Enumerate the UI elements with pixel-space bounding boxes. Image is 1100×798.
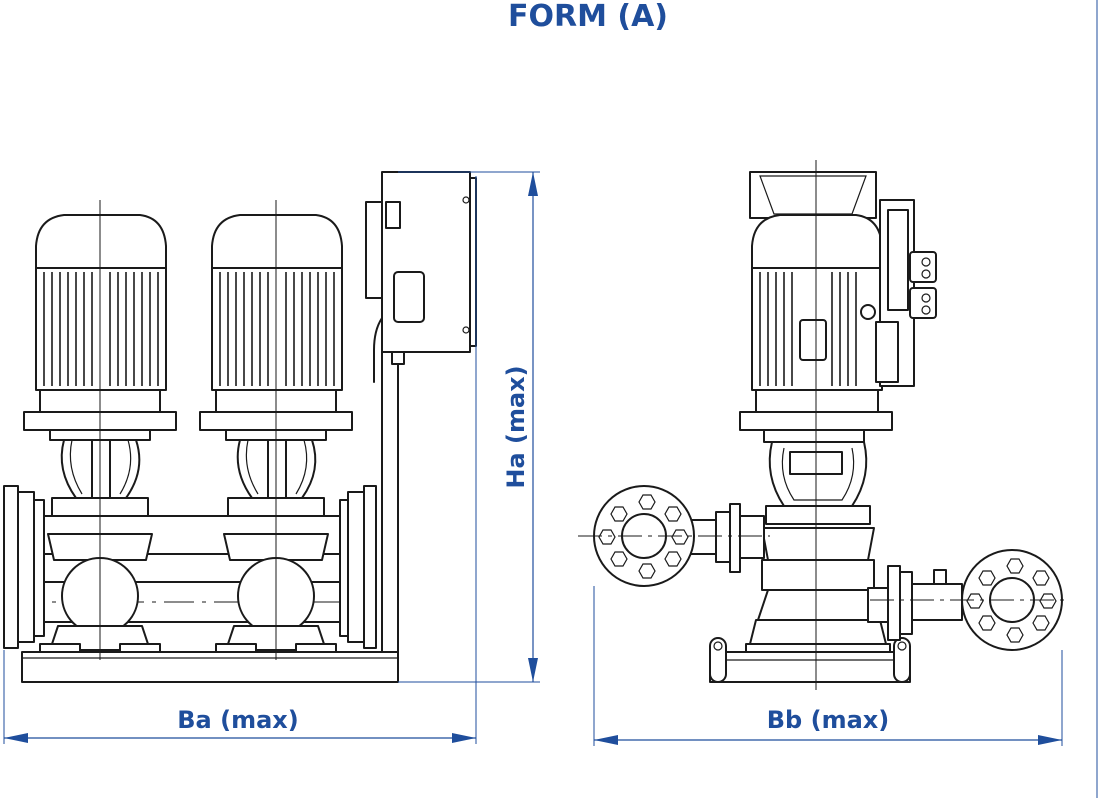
control-panel <box>365 171 477 383</box>
base-frame <box>21 651 399 683</box>
pump-feet <box>39 643 161 653</box>
dimension-bb-label: Bb (max) <box>767 706 889 734</box>
drawing-title: FORM (A) <box>508 0 668 34</box>
panel-support-post <box>381 349 399 653</box>
pump-unit-2 <box>199 200 353 660</box>
motor-fins <box>43 272 159 386</box>
dimension-ha-label: Ha (max) <box>502 365 530 488</box>
dimension-ba-label: Ba (max) <box>177 706 298 734</box>
terminal-box <box>799 319 827 361</box>
side-control-unit <box>860 199 937 387</box>
lifting-lugs <box>709 637 911 683</box>
front-view <box>3 171 477 683</box>
left-pipe-flange <box>578 485 770 587</box>
motor-fins <box>219 272 335 386</box>
main-switch-handle <box>393 271 425 323</box>
pump-unit-1 <box>23 200 177 660</box>
dimension-bb: Bb (max) <box>593 586 1063 746</box>
motor-fins <box>759 272 857 386</box>
dimension-ha: Ha (max) <box>398 171 540 683</box>
side-base-frame <box>709 651 911 683</box>
right-pipe-flange <box>867 549 1070 651</box>
side-view <box>578 160 1070 690</box>
left-end-flanges <box>3 485 45 649</box>
right-end-flanges <box>339 485 377 649</box>
dimension-ba: Ba (max) <box>3 176 477 744</box>
pump-feet <box>215 643 337 653</box>
